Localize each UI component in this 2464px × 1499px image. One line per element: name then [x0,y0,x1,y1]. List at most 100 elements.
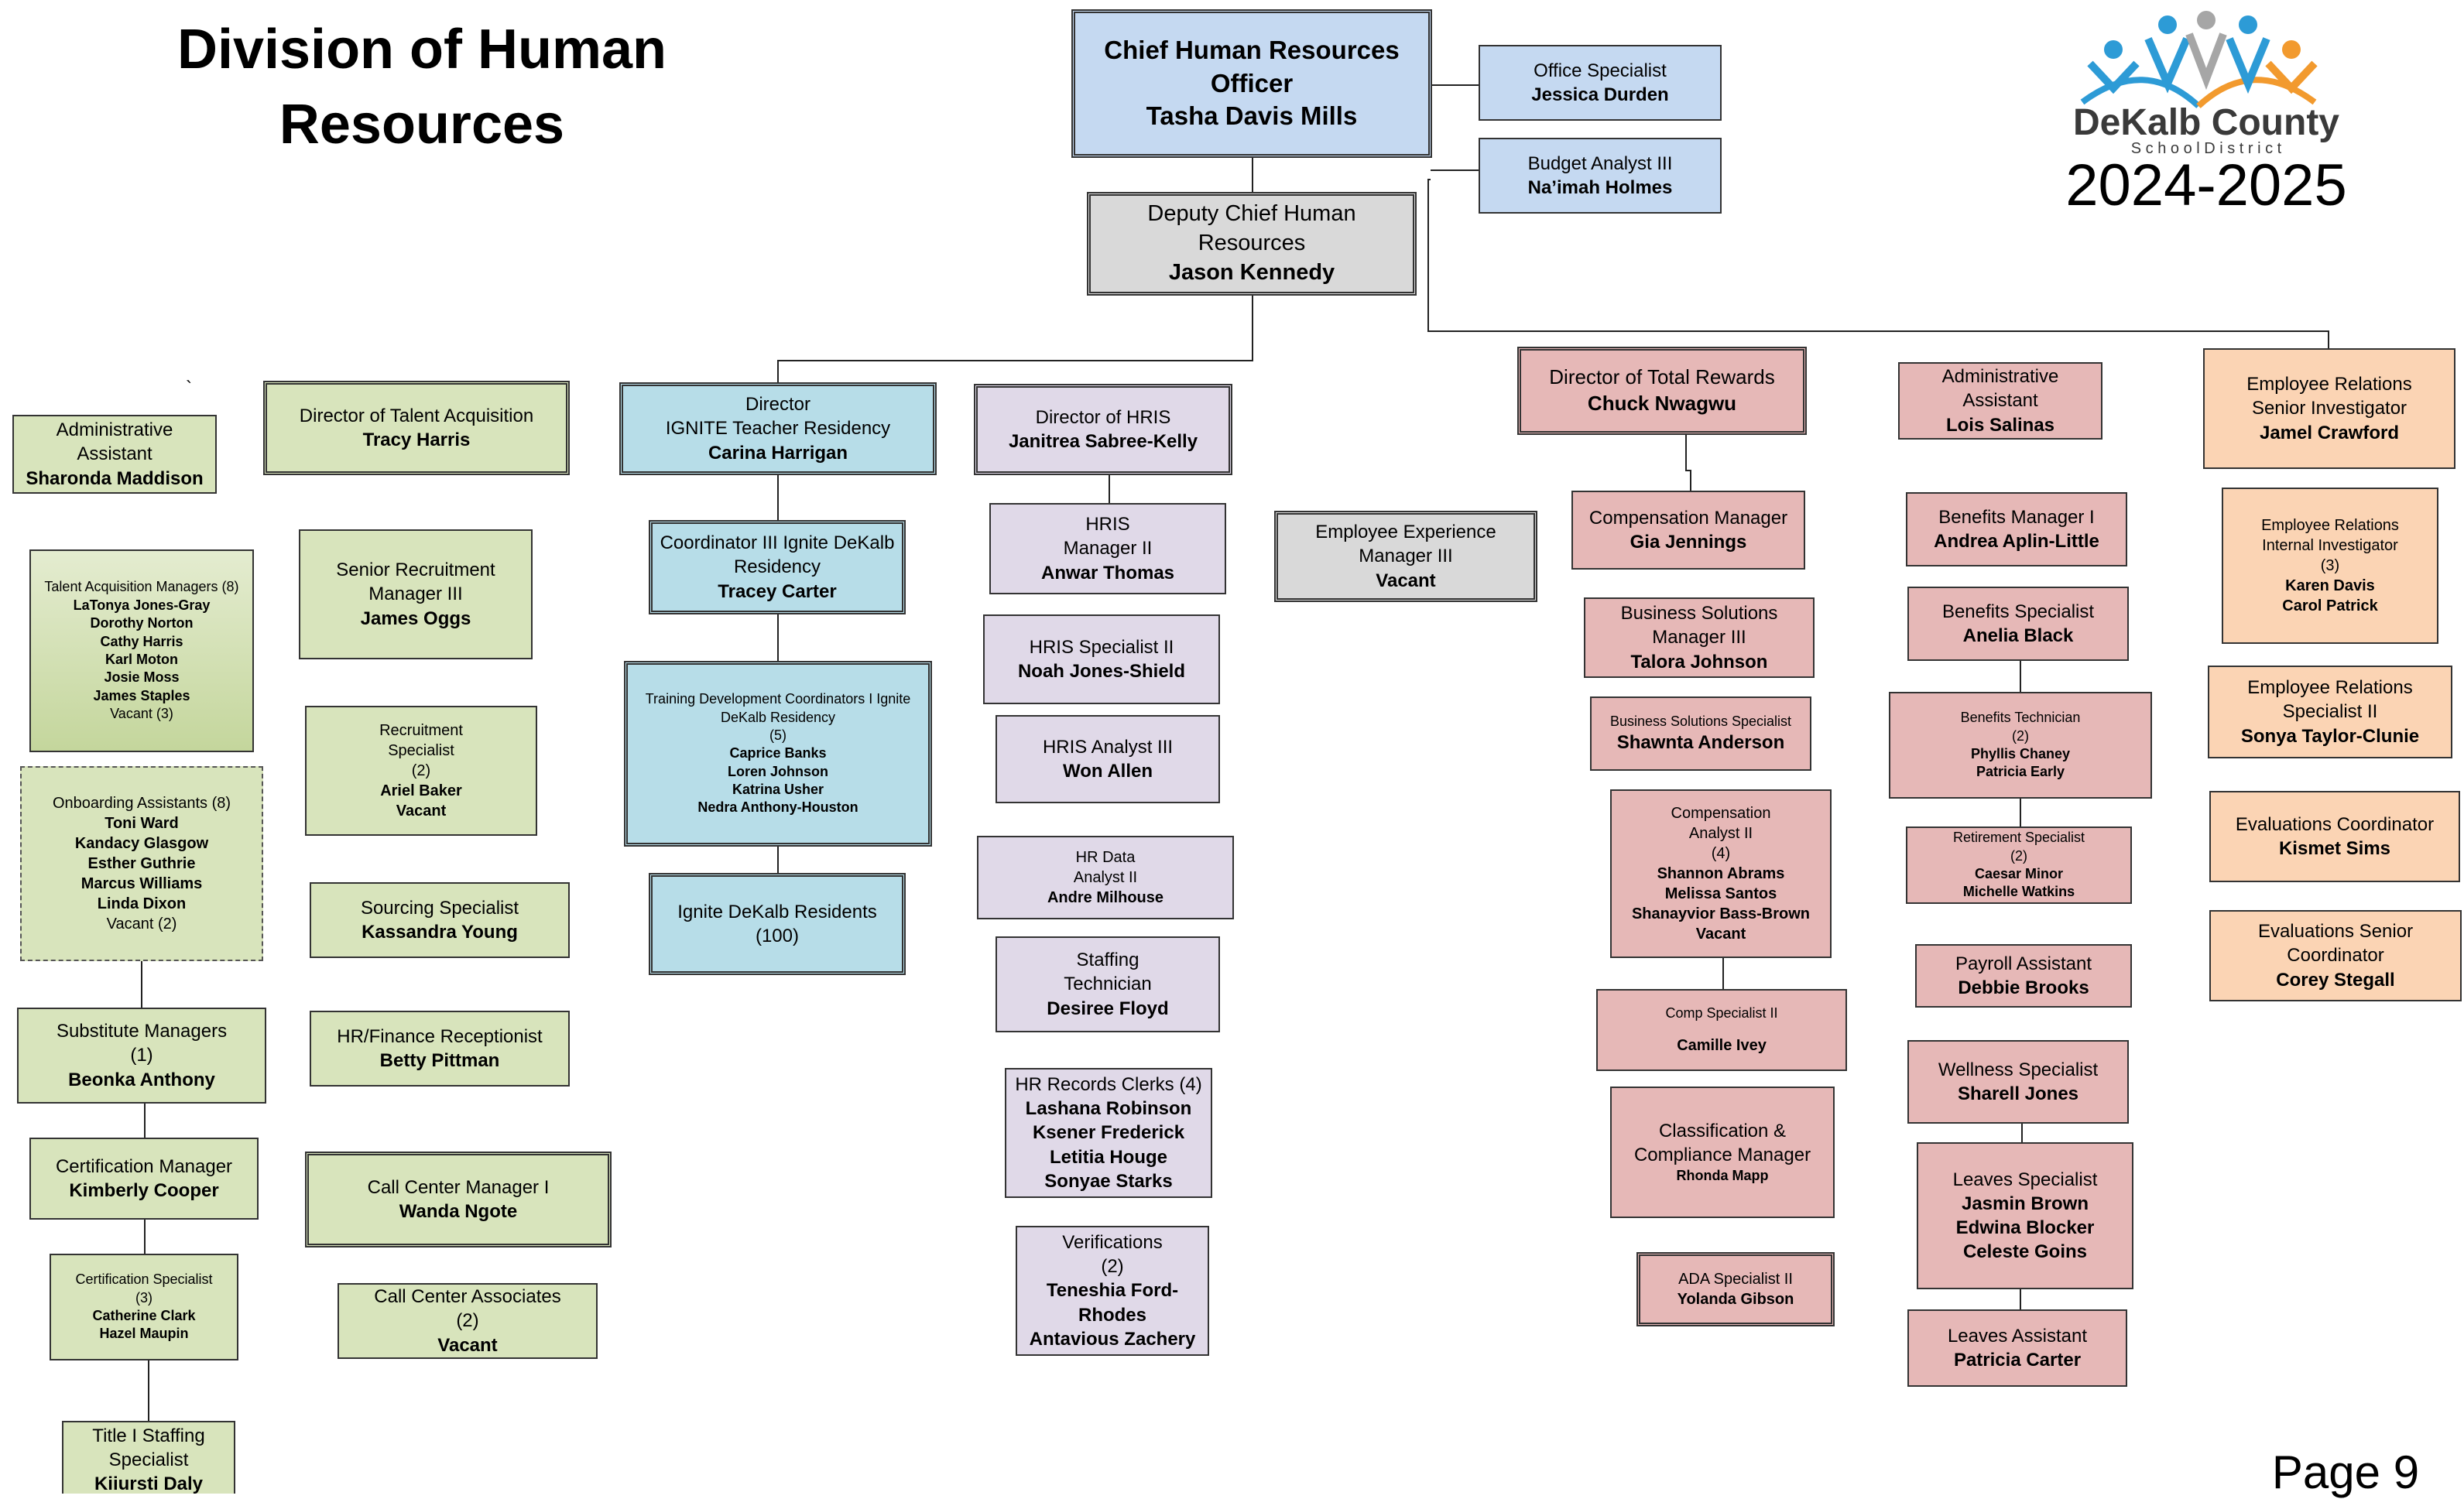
staffing-technician-box: Staffing Technician Desiree Floyd [996,936,1220,1032]
box-name: Lois Salinas [1945,414,2055,436]
box-title: Retirement Specialist (2) [1952,830,2085,864]
box-title: Coordinator III Ignite DeKalb Residency [660,532,895,578]
stray-mark: ` [186,378,192,399]
box-name: Tracy Harris [362,430,471,450]
box-title: Director of Talent Acquisition [299,405,534,426]
box-names: Shannon Abrams Melissa Santos Shanayvior… [1631,865,1811,943]
dekalb-logo: DeKalb County S c h o o l D i s t r i c … [2073,11,2339,156]
hris-specialist-box: HRIS Specialist II Noah Jones-Shield [983,614,1220,704]
title-i-staffing-box: Title I Staffing Specialist Kiiursti Dal… [62,1421,235,1494]
office-specialist-box: Office Specialist Jessica Durden [1479,45,1722,121]
box-title: Benefits Technician (2) [1960,710,2081,744]
leaves-specialist-box: Leaves Specialist Jasmin Brown Edwina Bl… [1917,1142,2133,1289]
box-title: Employee Relations Internal Investigator… [2261,517,2399,574]
box-title: Certification Specialist (3) [75,1271,213,1306]
box-name: Anelia Black [1962,625,2074,646]
box-title: Recruitment Specialist (2) [379,722,463,779]
box-title: Director of HRIS [1035,406,1171,428]
box-title: Employee Experience Manager III [1315,522,1496,567]
ada-specialist-box: ADA Specialist II Yolanda Gibson [1636,1252,1835,1326]
box-name: Gia Jennings [1630,532,1747,553]
leaves-assistant-box: Leaves Assistant Patricia Carter [1907,1309,2127,1387]
box-name: Kimberly Cooper [69,1180,219,1201]
box-title: ADA Specialist II [1678,1271,1793,1288]
call-center-manager-box: Call Center Manager I Wanda Ngote [305,1152,612,1247]
compensation-analyst-box: Compensation Analyst II (4) Shannon Abra… [1610,789,1832,958]
hr-data-analyst-box: HR Data Analyst II Andre Milhouse [977,836,1234,919]
box-title: HR/Finance Receptionist [337,1025,543,1047]
box-title: HRIS Analyst III [1042,736,1174,758]
substitute-managers-box: Substitute Managers (1) Beonka Anthony [17,1008,266,1104]
page-title: Division of Human Resources [176,19,667,156]
box-title: HRIS Specialist II [1029,636,1174,658]
box-title: Director IGNITE Teacher Residency [665,394,891,440]
box-title: Onboarding Assistants (8) [52,795,231,812]
fiscal-year: 2024-2025 [2065,152,2347,218]
box-name: Anwar Thomas [1040,562,1175,584]
box-title: Administrative Assistant [56,419,173,465]
box-name: Won Allen [1063,761,1153,782]
evaluations-coordinator-box: Evaluations Coordinator Kismet Sims [2209,791,2460,882]
box-name: Desiree Floyd [1047,998,1169,1019]
box-title: Sourcing Specialist [360,897,519,919]
comp-specialist-box: Comp Specialist II Camille Ivey [1596,989,1847,1071]
payroll-assistant-box: Payroll Assistant Debbie Brooks [1915,944,2132,1008]
box-title: Senior Recruitment Manager III [336,560,495,605]
box-count: Vacant (3) [110,706,173,722]
administrative-assistant-box: Administrative Assistant Sharonda Maddis… [12,415,217,494]
director-total-rewards-box: Director of Total Rewards Chuck Nwagwu [1517,347,1807,435]
box-title: Classification & Compliance Manager [1633,1121,1811,1166]
box-names: Jasmin Brown Edwina Blocker Celeste Goin… [1955,1193,2095,1263]
box-names: Toni Ward Kandacy Glasgow Esther Guthrie… [74,815,209,912]
box-name: Kassandra Young [362,922,518,943]
box-title: Employee Relations Senior Investigator [2246,374,2412,419]
box-names: Karen Davis Carol Patrick [2282,577,2378,614]
benefits-technician-box: Benefits Technician (2) Phyllis Chaney P… [1889,692,2152,799]
box-title: Chief Human Resources Officer [1104,35,1400,98]
box-name: Camille Ivey [1677,1036,1767,1054]
box-names: Teneshia Ford-Rhodes Antavious Zachery [1029,1280,1196,1350]
box-name: Andrea Aplin-Little [1934,531,2099,552]
box-name: Janitrea Sabree-Kelly [1008,431,1198,452]
box-title: Leaves Assistant [1947,1325,2088,1347]
er-senior-investigator-box: Employee Relations Senior Investigator J… [2203,348,2455,469]
box-title: HR Records Clerks (4) [1015,1074,1202,1096]
box-name: Andre Milhouse [1047,889,1163,906]
certification-manager-box: Certification Manager Kimberly Cooper [29,1138,259,1220]
senior-recruitment-box: Senior Recruitment Manager III James Ogg… [299,529,533,659]
chief-hr-officer-box: Chief Human Resources Officer Tasha Davi… [1071,9,1432,158]
box-title: HRIS Manager II [1063,514,1153,560]
business-solutions-specialist-box: Business Solutions Specialist Shawnta An… [1590,696,1811,771]
er-specialist-box: Employee Relations Specialist II Sonya T… [2208,666,2452,758]
box-title: Wellness Specialist [1938,1059,2099,1080]
box-name: Na’imah Holmes [1527,177,1673,198]
box-names: LaTonya Jones-Gray Dorothy Norton Cathy … [73,597,211,703]
box-title: Budget Analyst III [1527,152,1673,174]
ignite-residents-box: Ignite DeKalb Residents (100) [649,873,906,975]
box-title: Substitute Managers (1) [56,1021,228,1066]
box-name: Chuck Nwagwu [1587,392,1737,415]
box-title: Compensation Manager [1588,507,1788,529]
evaluations-senior-box: Evaluations Senior Coordinator Corey Ste… [2209,910,2462,1001]
box-name: Tracey Carter [718,580,837,602]
box-name: Jamel Crawford [2259,422,2400,443]
page-number: Page 9 [2271,1446,2420,1498]
box-title: Call Center Associates (2) [374,1286,561,1332]
call-center-associates-box: Call Center Associates (2) Vacant [338,1283,598,1359]
box-name: Shawnta Anderson [1616,732,1785,754]
box-name: Vacant [437,1334,498,1356]
budget-analyst-box: Budget Analyst III Na’imah Holmes [1479,138,1722,214]
box-name: Jason Kennedy [1168,259,1335,285]
box-name: Corey Stegall [2276,969,2395,991]
box-title: Office Specialist [1534,60,1667,81]
coordinator-iii-box: Coordinator III Ignite DeKalb Residency … [649,520,906,614]
box-name: Sonya Taylor-Clunie [2240,725,2420,747]
hris-manager-box: HRIS Manager II Anwar Thomas [989,503,1226,594]
box-title: Title I Staffing Specialist [92,1425,205,1471]
box-names: Phyllis Chaney Patricia Early [1970,746,2071,780]
box-count: Vacant (2) [106,915,177,933]
compensation-manager-box: Compensation Manager Gia Jennings [1571,491,1805,570]
box-names: Caprice Banks Loren Johnson Katrina Ushe… [697,745,858,816]
er-internal-investigator-box: Employee Relations Internal Investigator… [2222,488,2438,644]
